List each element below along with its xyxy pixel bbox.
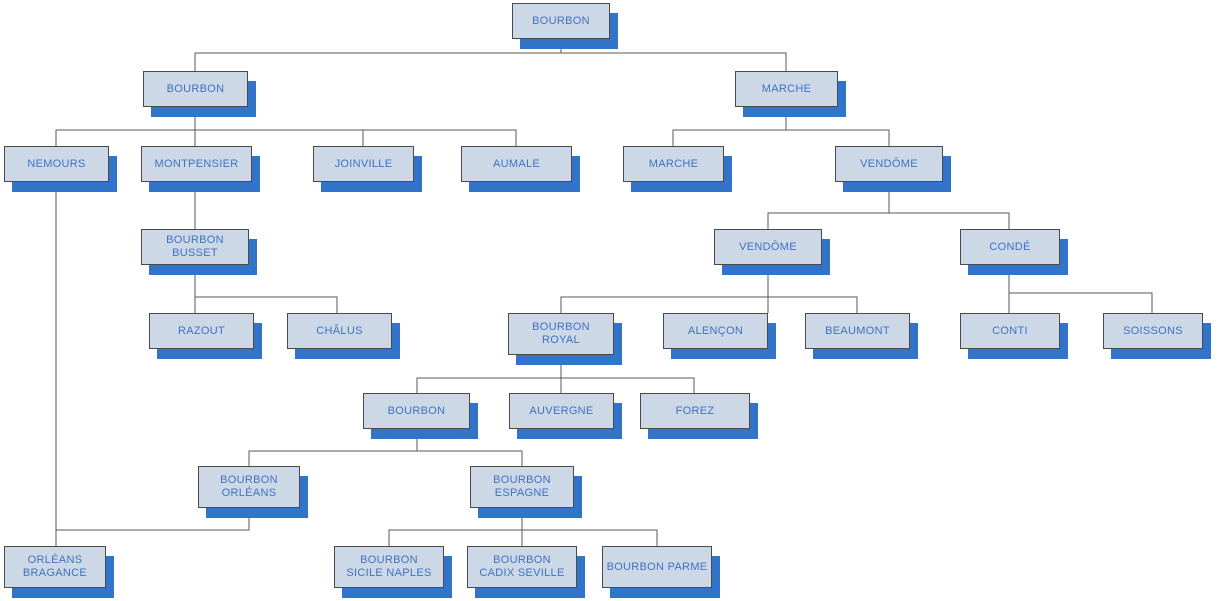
node-chalus[interactable]: CHÂLUS [287, 313, 392, 349]
node-label-nemours: NEMOURS [27, 157, 86, 170]
node-alencon[interactable]: ALENÇON [663, 313, 768, 349]
connector-marche-l2-to-vendome-l3 [786, 129, 890, 146]
node-label-montpensier: MONTPENSIER [154, 157, 239, 170]
node-bourbon-root[interactable]: BOURBON [512, 3, 610, 39]
node-bourbon-royal[interactable]: BOURBON ROYAL [508, 313, 614, 355]
node-label-vendome-l3: VENDÔME [860, 157, 918, 170]
node-razout[interactable]: RAZOUT [149, 313, 254, 349]
node-marche-l2[interactable]: MARCHE [735, 71, 838, 107]
node-vendome-l3[interactable]: VENDÔME [835, 146, 943, 182]
node-marche-l3[interactable]: MARCHE [623, 146, 724, 182]
node-bourbon-l2[interactable]: BOURBON [143, 71, 248, 107]
node-label-bourbon-cadix-seville: BOURBON CADIX SEVILLE [479, 554, 565, 579]
node-aumale[interactable]: AUMALE [461, 146, 572, 182]
node-label-bourbon-root: BOURBON [532, 14, 590, 27]
node-label-auvergne: AUVERGNE [529, 404, 594, 417]
node-label-joinville: JOINVILLE [334, 157, 393, 170]
node-orleans-bragance[interactable]: ORLÉANS BRAGANCE [4, 546, 106, 588]
node-label-bourbon-l7: BOURBON [387, 404, 446, 417]
node-soissons[interactable]: SOISSONS [1103, 313, 1203, 349]
node-bourbon-parme[interactable]: BOURBON PARME [602, 546, 712, 588]
node-conti[interactable]: CONTI [960, 313, 1060, 349]
node-label-bourbon-espagne: BOURBON ESPAGNE [493, 474, 551, 499]
node-label-aumale: AUMALE [492, 157, 541, 170]
node-nemours[interactable]: NEMOURS [4, 146, 109, 182]
node-bourbon-espagne[interactable]: BOURBON ESPAGNE [470, 466, 574, 508]
node-bourbon-l7[interactable]: BOURBON [363, 393, 470, 429]
node-label-bourbon-l2: BOURBON [166, 82, 225, 95]
node-bourbon-cadix-seville[interactable]: BOURBON CADIX SEVILLE [467, 546, 577, 588]
node-label-beaumont: BEAUMONT [825, 324, 890, 337]
node-bourbon-orleans[interactable]: BOURBON ORLÉANS [198, 466, 300, 508]
node-label-marche-l3: MARCHE [648, 157, 699, 170]
node-vendome-l4[interactable]: VENDÔME [714, 229, 822, 265]
node-label-chalus: CHÂLUS [316, 324, 363, 337]
node-bourbon-busset[interactable]: BOURBON BUSSET [141, 229, 249, 265]
node-label-soissons: SOISSONS [1123, 324, 1183, 337]
node-label-bourbon-busset: BOURBON BUSSET [166, 234, 224, 259]
connector-vendome-l3-to-conde [889, 212, 1010, 229]
node-label-bourbon-orleans: BOURBON ORLÉANS [220, 474, 278, 499]
connector-bourbon-busset-to-chalus [195, 296, 338, 313]
node-joinville[interactable]: JOINVILLE [313, 146, 414, 182]
connector-vendome-l4-to-beaumont [768, 296, 858, 313]
node-label-conde: CONDÉ [989, 240, 1031, 253]
connector-bourbon-espagne-to-bourbon-parme [522, 529, 658, 546]
node-bourbon-sicile-naples[interactable]: BOURBON SICILE NAPLES [334, 546, 444, 588]
connector-conde-to-soissons [1009, 292, 1153, 313]
node-beaumont[interactable]: BEAUMONT [805, 313, 910, 349]
node-label-marche-l2: MARCHE [761, 82, 812, 95]
node-label-conti: CONTI [992, 324, 1028, 337]
connector-bourbon-root-to-bourbon-l2 [194, 39, 562, 71]
node-label-bourbon-royal: BOURBON ROYAL [532, 321, 590, 346]
connector-bourbon-l2-to-aumale [195, 129, 517, 146]
node-label-forez: FOREZ [675, 404, 715, 417]
node-label-alencon: ALENÇON [687, 324, 744, 337]
node-label-vendome-l4: VENDÔME [739, 240, 797, 253]
node-montpensier[interactable]: MONTPENSIER [141, 146, 252, 182]
node-label-bourbon-sicile-naples: BOURBON SICILE NAPLES [346, 554, 432, 579]
connector-bourbon-l2-to-joinville [195, 129, 364, 146]
node-conde[interactable]: CONDÉ [960, 229, 1060, 265]
node-label-razout: RAZOUT [177, 324, 226, 337]
node-label-bourbon-parme: BOURBON PARME [606, 560, 708, 573]
node-auvergne[interactable]: AUVERGNE [509, 393, 614, 429]
connector-bourbon-royal-to-forez [561, 377, 695, 393]
node-forez[interactable]: FOREZ [640, 393, 750, 429]
node-label-orleans-bragance: ORLÉANS BRAGANCE [22, 554, 88, 579]
